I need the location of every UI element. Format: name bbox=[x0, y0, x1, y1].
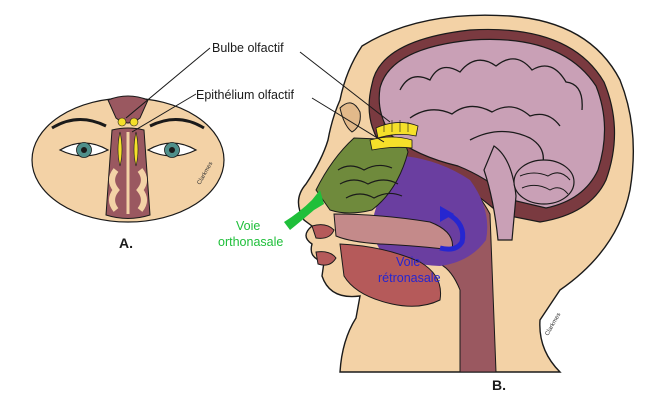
cerebellum bbox=[513, 159, 575, 205]
label-voie-retronasale-line2: rétronasale bbox=[378, 271, 441, 285]
brainstem bbox=[483, 145, 517, 241]
leader-bulbe-a bbox=[125, 47, 211, 119]
blue-arrow-head bbox=[440, 206, 454, 222]
turbinate-right bbox=[136, 168, 147, 212]
eye-left bbox=[58, 142, 110, 158]
leader-lines bbox=[125, 47, 391, 143]
eyebrow-left bbox=[51, 118, 107, 130]
eyebrow-right bbox=[149, 118, 205, 130]
blue-curved-arrow-icon bbox=[439, 211, 466, 252]
label-epithelium-olfactif: Epithélium olfactif bbox=[196, 88, 294, 102]
signature-b: Clarkmes bbox=[545, 312, 563, 337]
olfactory-bulb-right bbox=[129, 117, 139, 127]
label-voie-orthonasale-line2: orthonasale bbox=[218, 235, 283, 249]
epithelium-right bbox=[133, 131, 139, 167]
upper-lip bbox=[311, 224, 335, 239]
turbinate-upper bbox=[337, 164, 393, 171]
sagittal-head-section: Clarkmes bbox=[284, 14, 635, 373]
turbinate-lower bbox=[345, 192, 403, 199]
panel-label-b: B. bbox=[492, 377, 506, 393]
turbinate-middle bbox=[339, 179, 399, 185]
olfactory-fibers bbox=[383, 120, 409, 132]
lower-lip bbox=[315, 251, 337, 266]
green-arrow-icon bbox=[284, 190, 324, 230]
leader-bulbe-b bbox=[299, 51, 391, 123]
corpus-callosum bbox=[469, 130, 544, 173]
turbinate-left bbox=[109, 168, 120, 212]
face-front-view: Clarkmes bbox=[31, 95, 225, 223]
leader-epithelium-a bbox=[131, 93, 197, 133]
panel-label-a: A. bbox=[119, 235, 133, 251]
tongue bbox=[339, 243, 442, 307]
gyri-middle bbox=[409, 105, 561, 127]
label-voie-retronasale-line1: Voie bbox=[396, 255, 420, 269]
label-voie-orthonasale-line1: Voie bbox=[236, 219, 260, 233]
gyri-top bbox=[399, 58, 583, 111]
label-bulbe-olfactif: Bulbe olfactif bbox=[212, 41, 284, 55]
olfactory-bulb bbox=[375, 122, 419, 139]
olfactory-bulb-left bbox=[117, 117, 127, 127]
eye-right bbox=[146, 142, 198, 158]
epithelium-left bbox=[117, 131, 123, 167]
leader-epithelium-b bbox=[311, 97, 385, 143]
